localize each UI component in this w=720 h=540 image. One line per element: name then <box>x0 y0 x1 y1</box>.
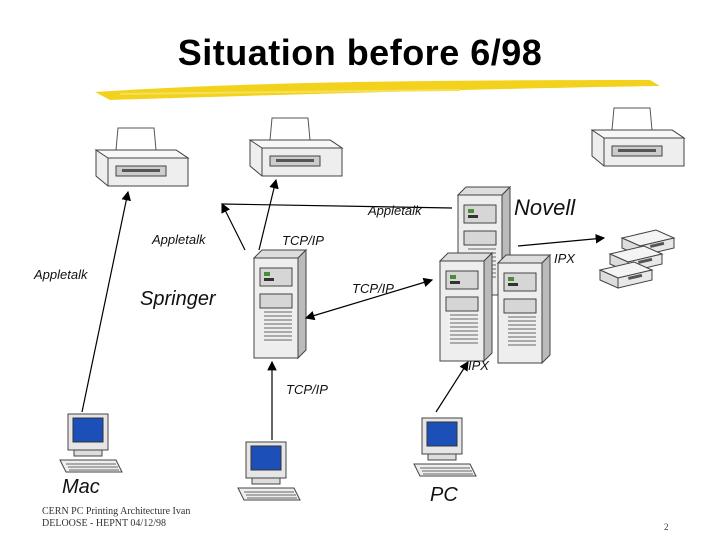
label-tcpip-mid: TCP/IP <box>352 281 394 296</box>
novell-server-3 <box>497 254 551 364</box>
pc-to-novell-line <box>435 360 469 413</box>
label-ipx-right: IPX <box>554 251 575 266</box>
label-appletalk-left: Appletalk <box>34 267 88 282</box>
printer-2 <box>249 117 343 177</box>
footer-line-2: DELOOSE - HEPNT 04/12/98 <box>42 518 166 529</box>
label-tcpip-bottom: TCP/IP <box>286 382 328 397</box>
mac-to-printer-line <box>81 190 131 413</box>
novell-to-box-line <box>517 233 606 247</box>
label-springer: Springer <box>140 288 216 310</box>
springer-novell-line <box>304 277 434 321</box>
springer-to-printer2-line <box>258 178 279 251</box>
label-mac: Mac <box>62 476 100 498</box>
printer-1 <box>95 127 189 187</box>
footer-line-1: CERN PC Printing Architecture Ivan <box>42 506 191 517</box>
mac-computer <box>59 413 123 473</box>
novell-to-printer1-line <box>221 203 453 209</box>
label-ipx-bottom: IPX <box>468 358 489 373</box>
label-appletalk-top: Appletalk <box>368 203 422 218</box>
label-novell: Novell <box>514 195 576 220</box>
pc-computer <box>413 417 477 477</box>
label-tcpip-top: TCP/IP <box>282 233 324 248</box>
footer-text: CERN PC Printing Architecture Ivan DELOO… <box>42 506 190 530</box>
page-number: 2 <box>664 522 669 532</box>
slide-title: Situation before 6/98 <box>177 32 543 73</box>
label-pc: PC <box>430 484 458 506</box>
printer-3 <box>591 107 685 167</box>
novell-server-2 <box>439 252 493 362</box>
springer-to-printer1-line <box>221 202 246 251</box>
springer-server <box>253 249 307 359</box>
label-appletalk-mid: Appletalk <box>152 232 206 247</box>
computer-middle <box>237 441 301 501</box>
